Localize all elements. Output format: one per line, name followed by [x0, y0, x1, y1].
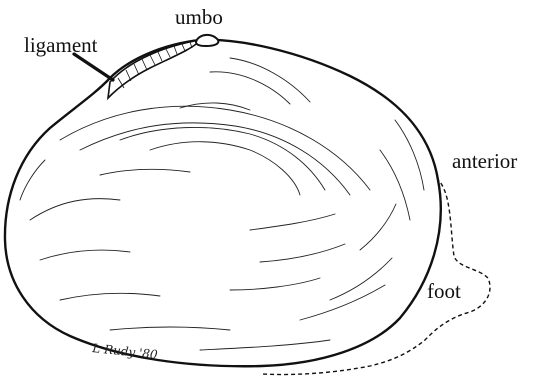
shell-outline [5, 40, 441, 366]
label-umbo: umbo [175, 5, 223, 29]
ligament-leader-line [74, 54, 113, 80]
umbo-bump [196, 35, 218, 46]
label-ligament: ligament [24, 33, 98, 57]
label-anterior: anterior [452, 149, 517, 173]
label-foot: foot [427, 279, 461, 303]
